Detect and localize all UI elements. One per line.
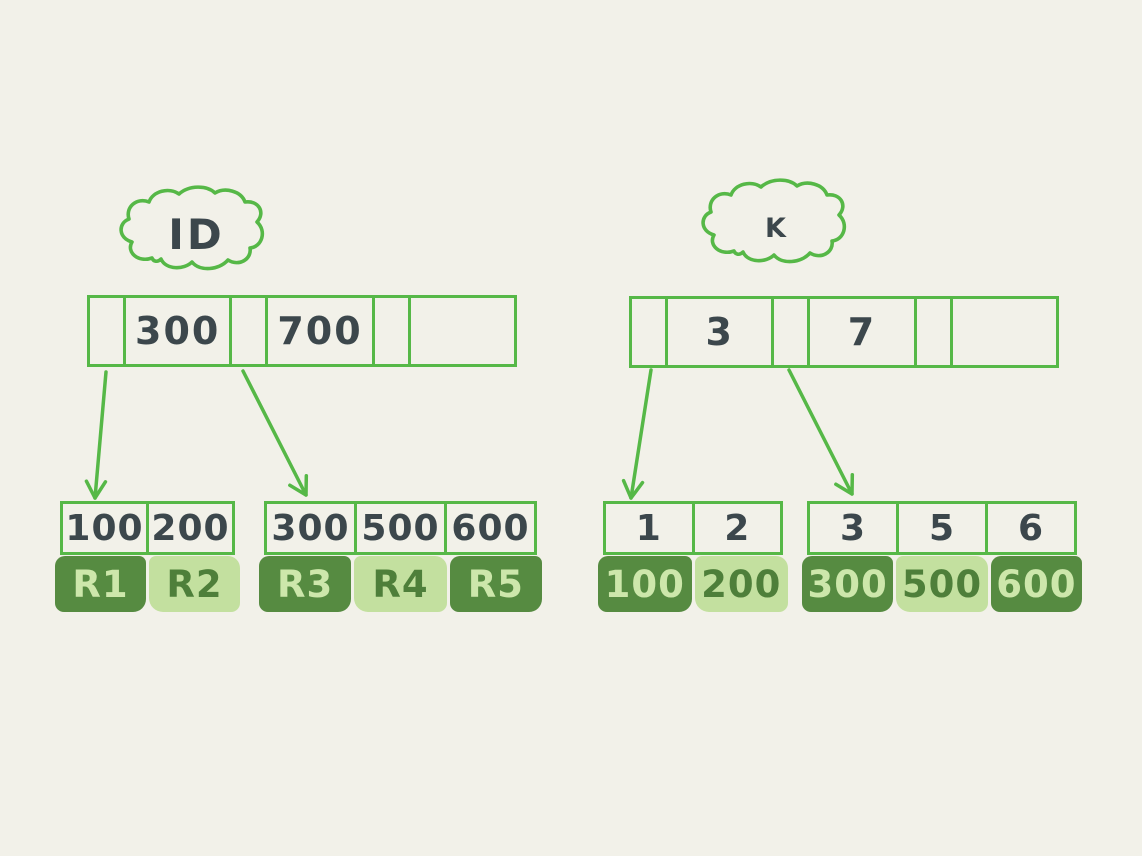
pointer-cell (774, 299, 811, 365)
pointer-cell (917, 299, 953, 365)
cloud-icon (701, 178, 847, 264)
record-cell: 300 (802, 556, 894, 612)
key-cell: 700 (268, 298, 375, 364)
record-cell: R5 (449, 556, 542, 612)
leaf-key-cell: 5 (899, 504, 988, 552)
record-cell: R3 (259, 556, 352, 612)
leaf-key-cell: 200 (151, 507, 230, 549)
id-index-internal-node: 300 700 (87, 295, 517, 367)
left-index-name: ID (168, 209, 225, 259)
id-index-leaf-node-1: 100 200 R1 R2 (55, 501, 240, 612)
record-cell: 200 (694, 556, 788, 612)
right-index-name: K (765, 212, 787, 244)
key-cell: 7 (810, 299, 917, 365)
k-index-leaf-node-2: 3 5 6 300 500 600 (802, 501, 1082, 612)
arrow-down-icon (787, 368, 855, 496)
record-cell: R1 (55, 556, 146, 612)
record-cell: R4 (354, 556, 447, 612)
leaf-key-row: 100 200 (60, 501, 235, 555)
k-index-internal-node: 3 7 (629, 296, 1059, 368)
pointer-cell (90, 298, 126, 364)
arrow-down-icon (241, 369, 309, 497)
leaf-key-cell: 1 (606, 504, 695, 552)
record-cell: R2 (149, 556, 240, 612)
record-cell: 600 (990, 556, 1082, 612)
empty-key-cell (953, 299, 1056, 365)
leaf-key-cell: 300 (267, 504, 357, 552)
key-cell: 3 (668, 299, 775, 365)
key-cell: 300 (126, 298, 233, 364)
leaf-key-cell: 3 (810, 504, 899, 552)
leaf-record-row: 300 500 600 (802, 556, 1082, 612)
pointer-cell (375, 298, 411, 364)
leaf-key-row: 1 2 (603, 501, 783, 555)
leaf-key-cell: 100 (63, 504, 149, 552)
leaf-record-row: R1 R2 (55, 556, 240, 612)
leaf-key-cell: 500 (357, 504, 447, 552)
id-index-leaf-node-2: 300 500 600 R3 R4 R5 (259, 501, 542, 612)
cloud-icon (119, 185, 265, 271)
empty-key-cell (411, 298, 514, 364)
leaf-key-cell: 6 (1017, 507, 1045, 549)
leaf-record-row: R3 R4 R5 (259, 556, 542, 612)
arrow-down-icon (84, 370, 108, 500)
leaf-key-row: 3 5 6 (807, 501, 1077, 555)
record-cell: 500 (896, 556, 988, 612)
arrow-down-icon (621, 368, 653, 500)
pointer-cell (632, 299, 668, 365)
k-index-leaf-node-1: 1 2 100 200 (598, 501, 788, 612)
record-cell: 100 (598, 556, 692, 612)
leaf-key-cell: 2 (724, 507, 751, 549)
leaf-key-cell: 600 (451, 507, 530, 549)
leaf-record-row: 100 200 (598, 556, 788, 612)
pointer-cell (232, 298, 269, 364)
leaf-key-row: 300 500 600 (264, 501, 537, 555)
